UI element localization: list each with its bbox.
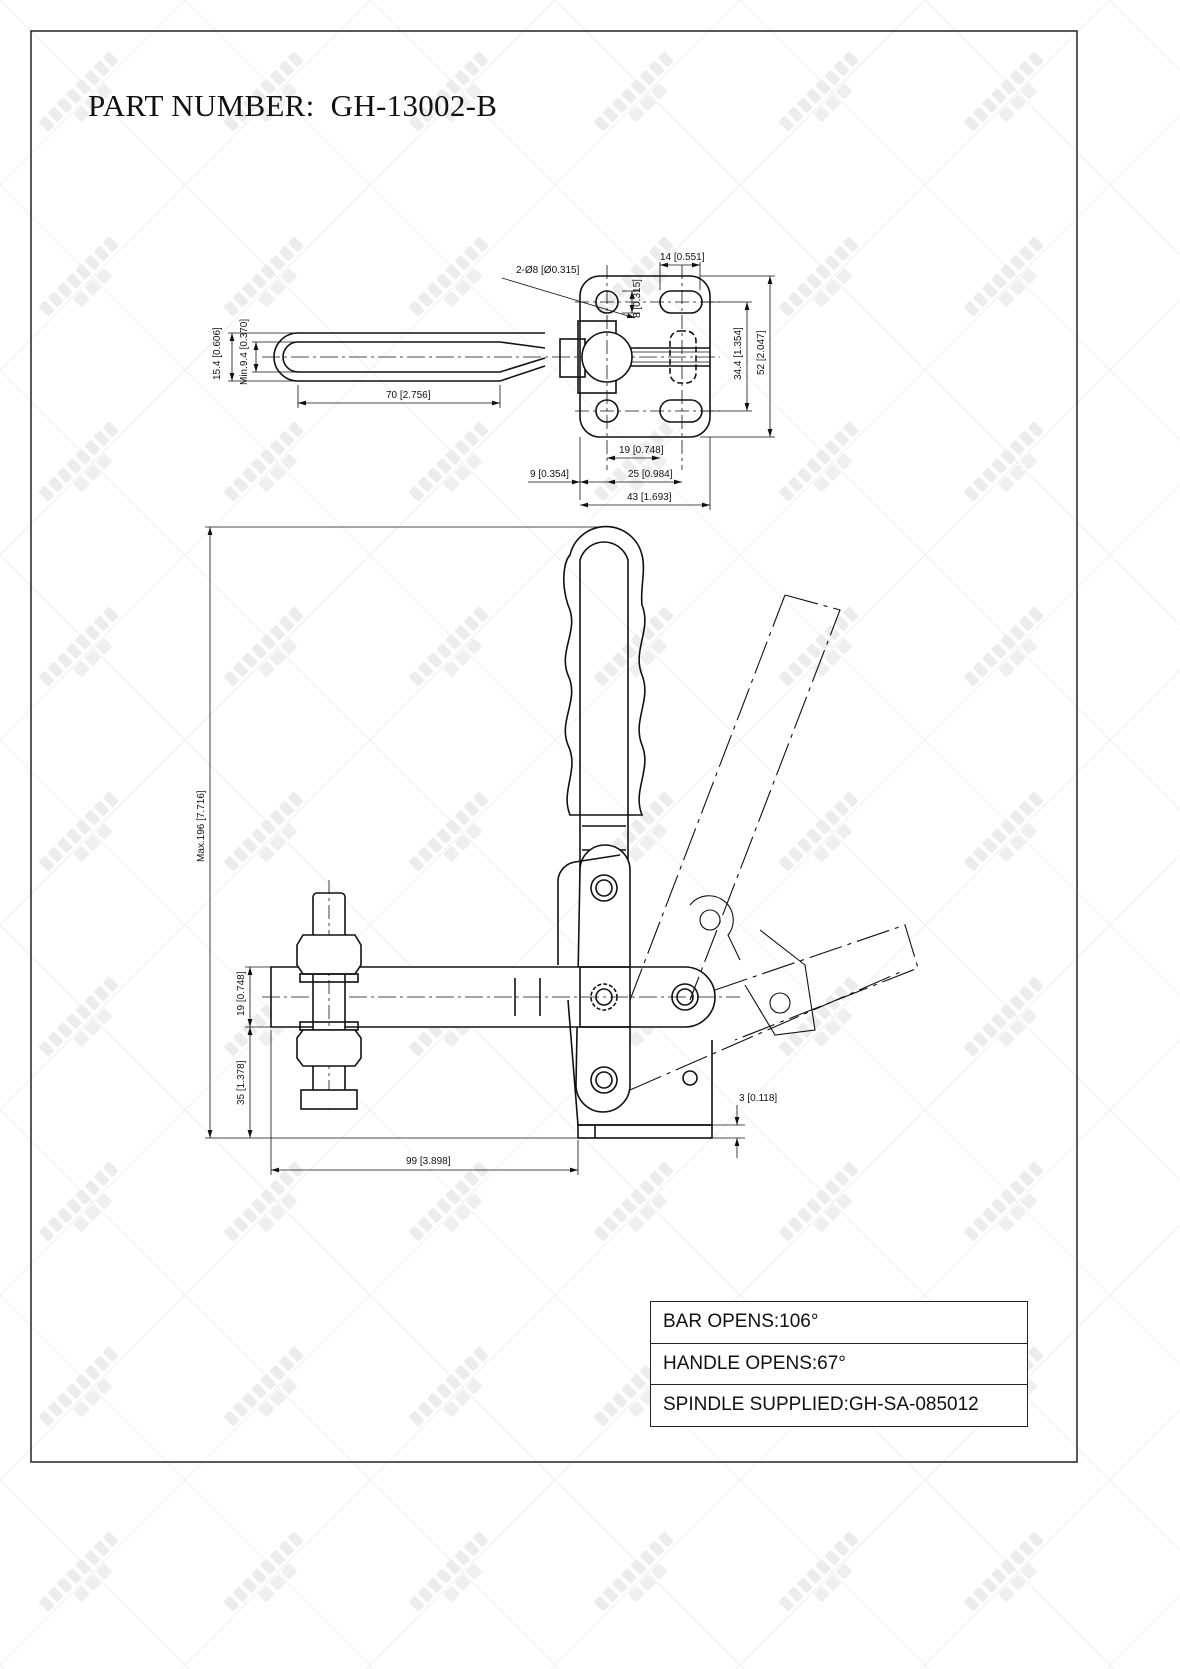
watermark-logo xyxy=(779,1531,859,1611)
watermark-logo xyxy=(224,606,304,686)
dim-slot-pitch-horizontal: 25 [0.984] xyxy=(628,469,673,480)
dim-base-height: 52 [2.047] xyxy=(756,330,767,375)
watermark-logo xyxy=(779,791,859,871)
watermark-logo xyxy=(594,51,674,131)
watermark-logo xyxy=(409,791,489,871)
dim-max-height: Max.196 [7.716] xyxy=(196,790,207,862)
watermark-logo xyxy=(594,606,674,686)
side-view xyxy=(262,525,919,1139)
spec-bar-opens: BAR OPENS:106° xyxy=(651,1302,1027,1344)
watermark-layer xyxy=(39,51,1044,1611)
watermark-logo xyxy=(409,1531,489,1611)
watermark-logo xyxy=(39,236,119,316)
watermark-logo xyxy=(224,791,304,871)
dim-bar-height: 35 [1.378] xyxy=(236,1060,247,1105)
watermark-logo xyxy=(964,51,1044,131)
watermark-logo xyxy=(964,1531,1044,1611)
watermark-logo xyxy=(779,236,859,316)
watermark-logo xyxy=(964,421,1044,501)
side-view-dimensions xyxy=(205,526,745,1175)
watermark-logo xyxy=(779,606,859,686)
spec-spindle-supplied: SPINDLE SUPPLIED:GH-SA-085012 xyxy=(663,1394,979,1415)
watermark-logo xyxy=(39,976,119,1056)
dim-edge-offset: 9 [0.354] xyxy=(530,469,569,480)
watermark-logo xyxy=(224,236,304,316)
top-view-dimensions xyxy=(228,262,775,510)
spec-handle-opens: HANDLE OPENS:67° xyxy=(651,1344,1027,1385)
dim-hole-pitch-horizontal: 19 [0.748] xyxy=(619,445,664,456)
watermark-logo xyxy=(224,1531,304,1611)
watermark-logo xyxy=(964,1161,1044,1241)
watermark-logo xyxy=(964,236,1044,316)
watermark-logo xyxy=(779,1161,859,1241)
watermark-logo xyxy=(964,791,1044,871)
watermark-logo xyxy=(409,606,489,686)
watermark-logo xyxy=(594,1531,674,1611)
part-number-title: PART NUMBER: GH-13002-B xyxy=(88,88,498,123)
dim-reach: 99 [3.898] xyxy=(406,1156,451,1167)
watermark-logo xyxy=(779,421,859,501)
watermark-logo xyxy=(224,421,304,501)
watermark-logo xyxy=(39,1161,119,1241)
dim-hole-pitch-vertical: 34.4 [1.354] xyxy=(733,327,744,380)
watermark-logo xyxy=(39,421,119,501)
watermark-logo xyxy=(594,1161,674,1241)
drawing-border xyxy=(30,30,1078,1463)
spec-table: BAR OPENS:106° HANDLE OPENS:67° SPINDLE … xyxy=(650,1301,1028,1427)
dim-hole-callout: 2-Ø8 [Ø0.315] xyxy=(516,265,580,276)
watermark-logo xyxy=(224,1346,304,1426)
watermark-logo xyxy=(39,1531,119,1611)
dim-base-thickness: 3 [0.118] xyxy=(739,1093,777,1104)
dim-handle-width: 15.4 [0.606] xyxy=(212,327,223,380)
watermark-logo xyxy=(964,976,1044,1056)
watermark-logo xyxy=(409,1346,489,1426)
dim-slot-width: 8 [0.315] xyxy=(632,279,643,318)
watermark-logo xyxy=(409,236,489,316)
dim-slot-spacing: 14 [0.551] xyxy=(660,252,705,263)
dim-handle-length: 70 [2.756] xyxy=(386,390,431,401)
watermark-logo xyxy=(409,421,489,501)
watermark-logo xyxy=(39,791,119,871)
watermark-logo xyxy=(39,51,119,131)
dim-handle-inner-width: Min.9.4 [0.370] xyxy=(239,319,250,385)
watermark-logo xyxy=(964,606,1044,686)
watermark-logo xyxy=(779,51,859,131)
watermark-logo xyxy=(409,51,489,131)
dim-bar-thickness: 19 [0.748] xyxy=(236,971,247,1016)
watermark-logo xyxy=(779,976,859,1056)
dim-base-width: 43 [1.693] xyxy=(627,492,672,503)
watermark-logo xyxy=(39,606,119,686)
watermark-logo xyxy=(224,51,304,131)
watermark-logo xyxy=(39,1346,119,1426)
